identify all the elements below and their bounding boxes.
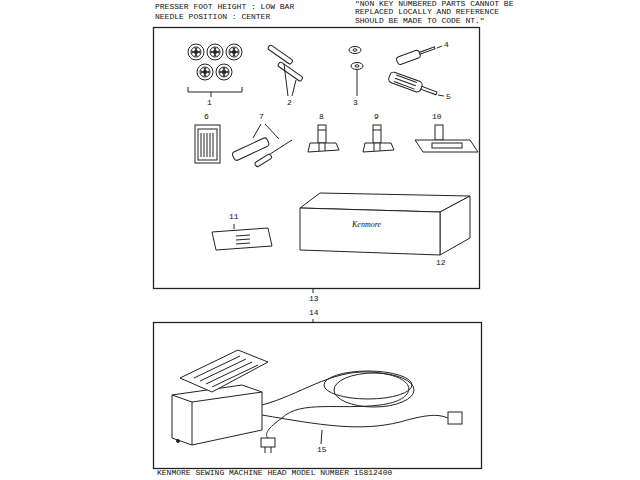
leader-line — [357, 70, 358, 96]
small-screwdriver — [396, 44, 436, 65]
washers — [349, 47, 361, 54]
spool-pins — [267, 45, 293, 65]
lint-brush-and-ripper — [254, 154, 272, 168]
spool-pins — [277, 62, 303, 82]
bobbins — [216, 64, 232, 80]
foot-controller — [172, 385, 262, 445]
foot-controller — [194, 356, 258, 387]
power-cord — [334, 373, 414, 407]
callout-number: 2 — [287, 99, 292, 107]
leader-line — [234, 224, 235, 229]
large-screwdriver — [394, 75, 417, 89]
needle-pack — [195, 125, 220, 163]
throat-plate — [212, 228, 272, 250]
foot-controller — [172, 350, 268, 445]
washers — [351, 63, 363, 70]
leader-line — [313, 289, 314, 322]
callout-number: 4 — [444, 41, 449, 49]
callout-number: 3 — [353, 99, 358, 107]
power-cord — [448, 412, 462, 424]
leader-line — [253, 124, 279, 139]
attachment-box — [300, 193, 470, 255]
foot-controller — [180, 350, 268, 392]
foot-controller — [172, 392, 262, 445]
bobbins — [207, 44, 223, 60]
leader-line — [321, 430, 322, 444]
throat-plate — [236, 235, 250, 244]
washers — [349, 47, 363, 70]
callout-number: 14 — [309, 309, 319, 317]
bobbins — [197, 64, 213, 80]
callout-number: 15 — [317, 446, 327, 454]
leader-line — [437, 46, 442, 48]
callout-number: 5 — [446, 93, 451, 101]
bobbins — [188, 44, 204, 60]
needle-pack — [198, 129, 217, 160]
callout-number: 1 — [207, 99, 212, 107]
leader-line — [438, 95, 444, 96]
power-cord — [262, 372, 409, 438]
presser-feet — [363, 125, 394, 152]
power-cord — [265, 447, 271, 453]
attachments-panel — [154, 28, 480, 289]
callout-number: 6 — [204, 113, 209, 121]
power-cord — [261, 438, 275, 447]
power-cord — [261, 371, 462, 453]
presser-feet — [308, 125, 394, 152]
power-cord — [262, 415, 448, 427]
buttonhole-foot — [435, 125, 443, 140]
presser-feet — [308, 125, 339, 152]
callout-number: 7 — [259, 113, 264, 121]
throat-plate — [212, 228, 272, 250]
header-note: PRESSER FOOT HEIGHT : LOW BAR — [155, 3, 294, 11]
bracket-line — [188, 87, 242, 97]
washers — [355, 65, 359, 67]
box-brand-text: Kenmore — [352, 221, 381, 229]
callout-number: 9 — [374, 113, 379, 121]
header-note: "NON KEY NUMBERED PARTS CANNOT BE REPLAC… — [355, 0, 523, 25]
small-screwdriver — [396, 50, 421, 66]
needle-pack — [195, 125, 220, 163]
large-screwdriver — [388, 71, 424, 93]
callout-number: 11 — [229, 213, 239, 221]
callout-number: 8 — [319, 113, 324, 121]
callout-number: 10 — [432, 113, 442, 121]
lint-brush-and-ripper — [232, 137, 292, 167]
leader-line — [284, 64, 296, 96]
large-screwdriver — [421, 86, 437, 94]
power-cord — [324, 371, 412, 399]
callout-number: 13 — [309, 295, 319, 303]
header-note: NEEDLE POSITION : CENTER — [155, 13, 270, 21]
controller-panel — [154, 323, 482, 469]
model-caption: KENMORE SEWING MACHINE HEAD MODEL NUMBER… — [157, 469, 392, 477]
buttonhole-foot — [415, 140, 478, 152]
buttonhole-foot — [432, 143, 462, 148]
needle-pack — [201, 133, 213, 157]
bobbins — [188, 44, 242, 80]
callout-number: 12 — [436, 259, 446, 267]
attachment-box — [300, 208, 440, 255]
small-screwdriver — [419, 47, 435, 54]
washers — [353, 49, 357, 51]
attachment-box — [440, 196, 470, 255]
buttonhole-foot — [415, 125, 478, 152]
foot-controller — [177, 440, 180, 443]
bobbins — [226, 44, 242, 60]
large-screwdriver — [388, 71, 439, 98]
